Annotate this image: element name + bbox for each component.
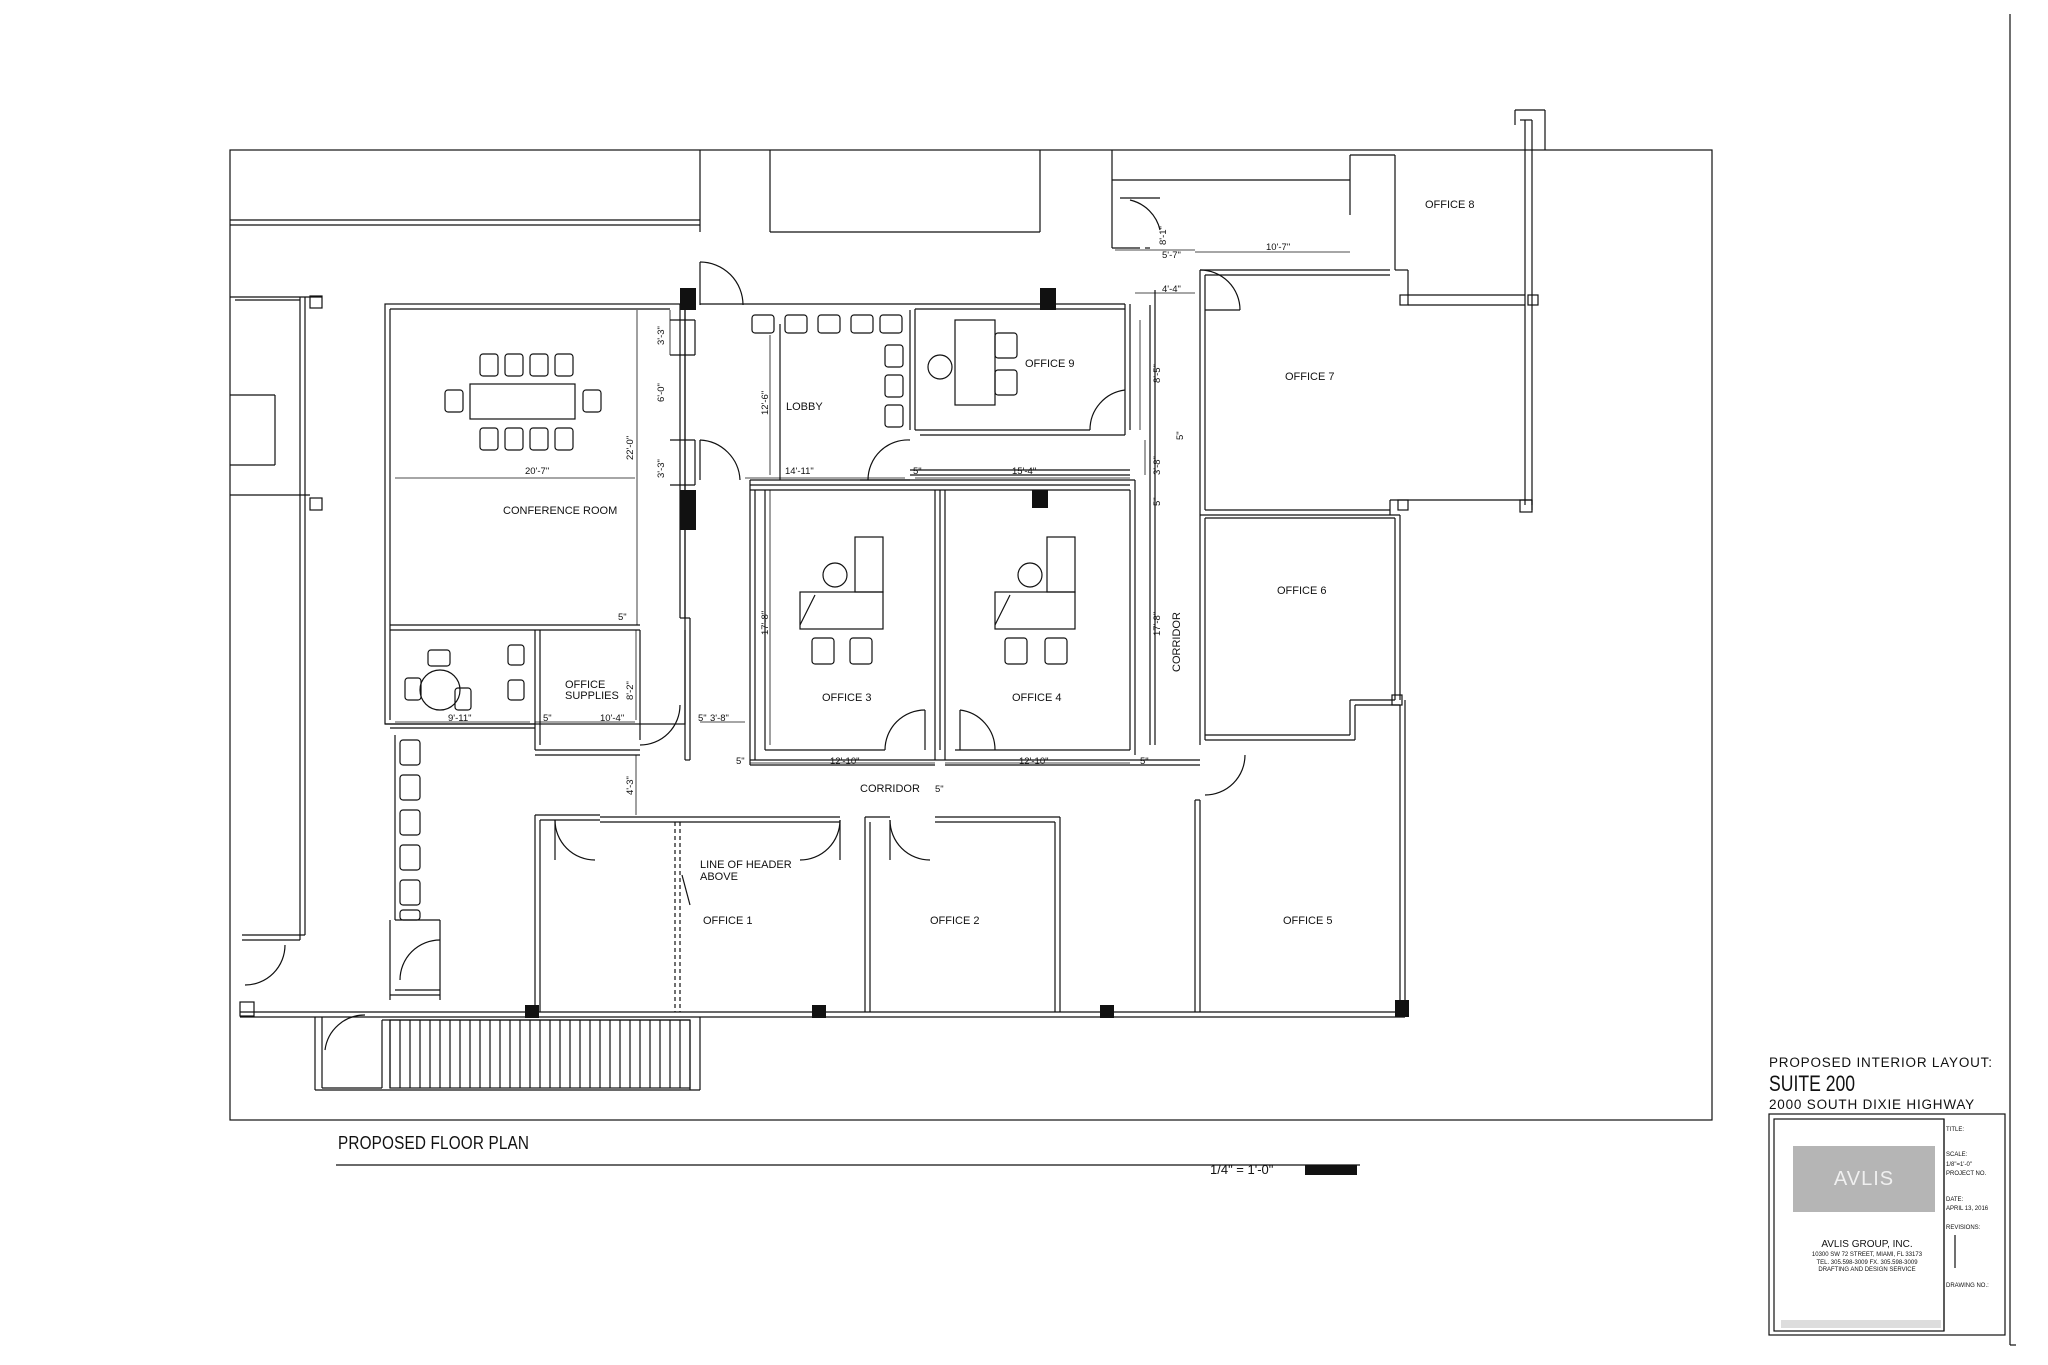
dim-4-4: 4'-4" (1162, 284, 1181, 295)
dim-10-4: 10'-4" (600, 713, 624, 724)
plan-title: PROPOSED FLOOR PLAN (338, 1133, 530, 1153)
dim-10-7: 10'-7" (1266, 242, 1290, 253)
dim-20-7: 20'-7" (525, 466, 549, 477)
dim-17-8-right: 17'-8" (1152, 612, 1163, 636)
tb-scale-label: SCALE: (1946, 1152, 1968, 1158)
label-office-supplies-line1: OFFICE (565, 679, 605, 691)
dim-5-right2: 5" (1152, 497, 1163, 506)
company-service: DRAFTING AND DESIGN SERVICE (1818, 1267, 1916, 1273)
label-office-4: OFFICE 4 (1012, 692, 1062, 704)
dim-5-o4: 5" (1140, 756, 1149, 767)
tb-scale-value: 1/8"=1'-0" (1946, 1162, 1972, 1168)
label-office-1: OFFICE 1 (703, 915, 753, 927)
label-header-note-line1: LINE OF HEADER (700, 859, 792, 871)
dim-15-4: 15'-4" (1012, 466, 1036, 477)
company-logo: AVLIS (1793, 1146, 1935, 1212)
dim-8-1: 8'-1" (1158, 226, 1169, 245)
suite-label: SUITE 200 (1769, 1071, 1856, 1096)
tb-project-label: PROJECT NO. (1946, 1171, 1987, 1177)
tb-date-value: APRIL 13, 2016 (1946, 1206, 1989, 1212)
dim-12-6: 12'-6" (760, 391, 771, 415)
dim-5-7: 5'-7" (1162, 250, 1181, 261)
tb-revisions-label: REVISIONS: (1946, 1225, 1981, 1231)
dim-3-8-mid: 3'-8" (710, 713, 729, 724)
address-label: 2000 SOUTH DIXIE HIGHWAY (1769, 1097, 1975, 1112)
company-phone: TEL. 305.598-3009 FX. 305.598-3009 (1816, 1260, 1918, 1266)
plan-frame (229, 149, 1713, 1121)
dim-12-10-b: 12'-10" (1019, 756, 1048, 767)
label-office-2: OFFICE 2 (930, 915, 980, 927)
dim-5-right: 5" (1175, 431, 1186, 440)
label-office-3: OFFICE 3 (822, 692, 872, 704)
dim-8-5: 8'-5" (1152, 364, 1163, 383)
tb-date-label: DATE: (1946, 1197, 1964, 1203)
dim-9-11: 9'-11" (448, 713, 472, 724)
dim-22-0: 22'-0" (625, 436, 636, 460)
label-conference-room: CONFERENCE ROOM (503, 505, 617, 517)
label-corridor-vertical: CORRIDOR (1171, 612, 1183, 672)
label-corridor-main: CORRIDOR (860, 783, 920, 795)
label-office-6: OFFICE 6 (1277, 585, 1327, 597)
dim-5-lobby: 5" (913, 466, 922, 477)
layout-heading: PROPOSED INTERIOR LAYOUT: (1769, 1055, 1993, 1070)
dim-5-supplies: 5" (543, 713, 552, 724)
dim-5-conf: 5" (618, 612, 627, 623)
tb-drawing-label: DRAWING NO.: (1946, 1283, 1989, 1289)
label-office-9: OFFICE 9 (1025, 358, 1075, 370)
dim-6-0: 6'-0" (656, 383, 667, 402)
dim-3-8-right: 3'-8" (1152, 456, 1163, 475)
dim-5-corr: 5" (935, 784, 944, 795)
plan-scale: 1/4" = 1'-0" (1210, 1162, 1274, 1177)
label-office-7: OFFICE 7 (1285, 371, 1335, 383)
dim-5-o3: 5" (736, 756, 745, 767)
logo-text: AVLIS (1833, 1168, 1895, 1190)
dim-3-3-top: 3'-3" (656, 326, 667, 345)
dim-3-3-bottom: 3'-3" (656, 459, 667, 478)
dim-5-mid: 5" (698, 713, 707, 724)
dim-8-2: 8'-2" (625, 681, 636, 700)
label-office-5: OFFICE 5 (1283, 915, 1333, 927)
company-address: 10300 SW 72 STREET, MIAMI, FL 33173 (1811, 1252, 1923, 1258)
label-office-supplies-line2: SUPPLIES (565, 690, 619, 702)
label-header-note-line2: ABOVE (700, 871, 738, 883)
label-office-8: OFFICE 8 (1425, 199, 1475, 211)
label-lobby: LOBBY (786, 401, 823, 413)
tb-title-label: TITLE: (1946, 1127, 1965, 1133)
dim-4-3: 4'-3" (625, 776, 636, 795)
dim-14-11: 14'-11" (785, 466, 814, 477)
dim-17-8-left: 17'-8" (760, 611, 771, 635)
company-name: AVLIS GROUP, INC. (1821, 1239, 1913, 1250)
dim-12-10-a: 12'-10" (830, 756, 859, 767)
